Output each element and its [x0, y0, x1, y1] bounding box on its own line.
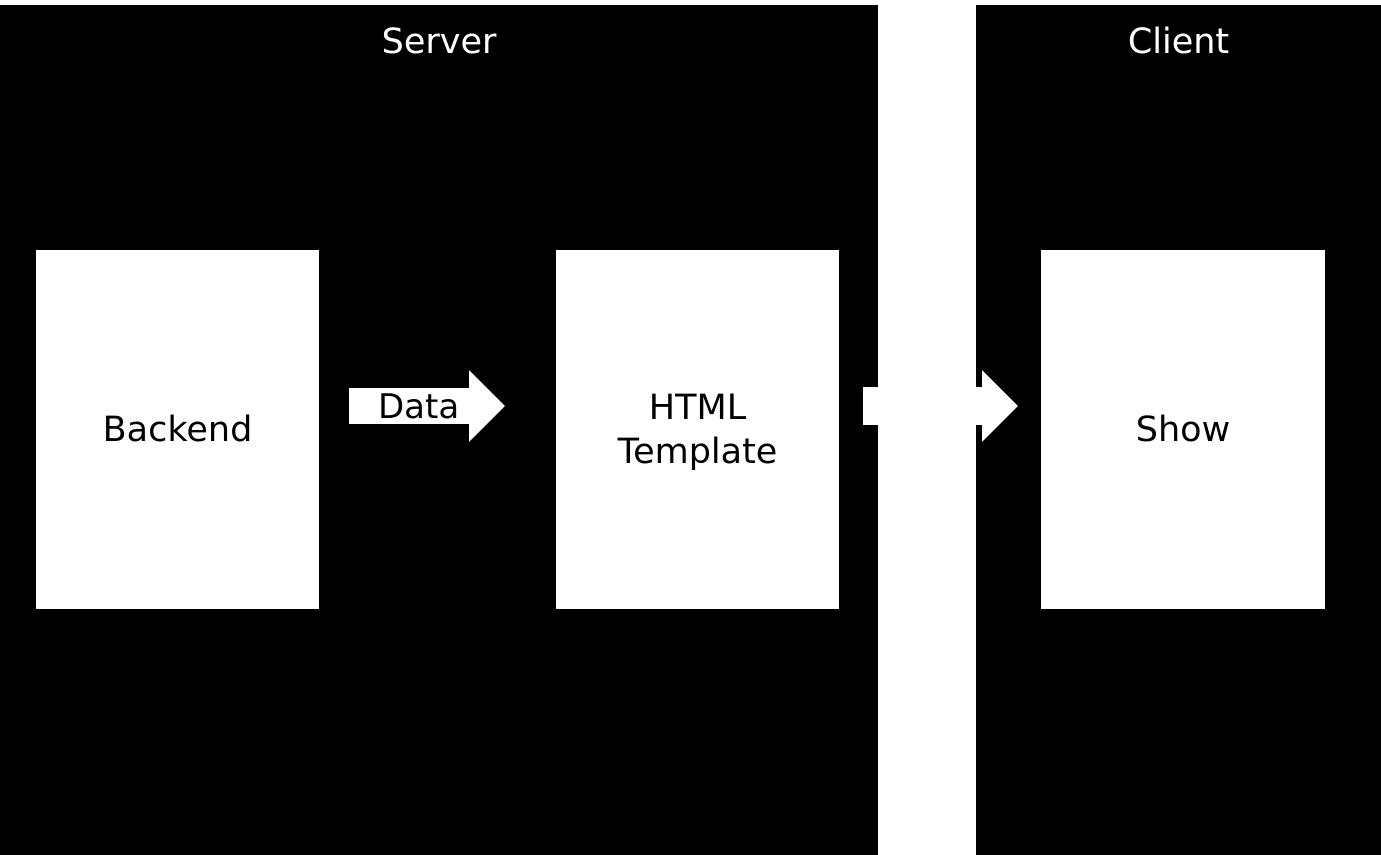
- data-arrow-label: Data: [378, 387, 460, 427]
- backend-label: Backend: [102, 409, 253, 450]
- show-label: Show: [1135, 409, 1231, 450]
- show-box: Show: [1041, 250, 1325, 609]
- template-label-line1: HTML: [648, 387, 747, 428]
- client-title: Client: [1127, 22, 1230, 62]
- server-title: Server: [381, 22, 497, 62]
- send-to-client-arrow-icon: [863, 370, 1018, 442]
- template-label-line2: Template: [617, 431, 778, 472]
- html-template-box: HTML Template: [556, 250, 839, 609]
- backend-box: Backend: [36, 250, 319, 609]
- data-arrow-icon: [349, 370, 505, 442]
